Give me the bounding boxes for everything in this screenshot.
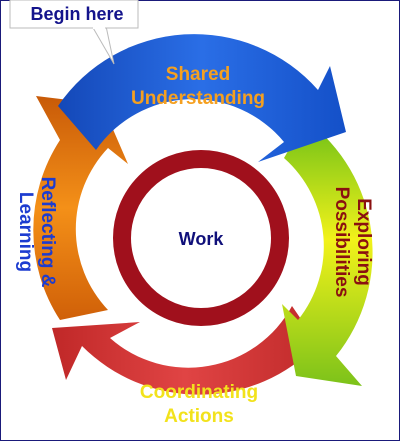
right-label-line2: Possibilities [331,187,352,298]
left-label-line1: Reflecting & [37,177,58,288]
segment-top-arrow [58,34,346,163]
top-label-line2: Understanding [131,88,265,109]
callout-label: Begin here [30,4,123,24]
callout-pointer [91,25,115,65]
top-label-line1: Shared [166,64,230,85]
right-label-line1: Exploring [353,198,374,286]
callout-box [9,0,139,29]
left-label-line2: Learning [15,192,36,272]
segment-left-arrow [33,96,128,320]
segment-bottom-arrow [52,306,318,395]
bottom-label-line1: Coordinating [140,382,258,403]
center-ring [113,150,289,326]
center-label: Work [179,229,225,249]
segment-right-arrow [282,120,373,386]
bottom-label-line2: Actions [164,406,234,427]
